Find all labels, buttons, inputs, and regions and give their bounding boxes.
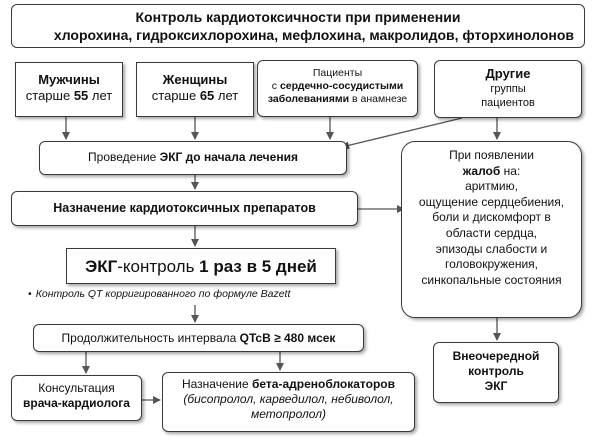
bazett-note: •Контроль QT корригированного по формуле…: [28, 288, 368, 300]
complaints-box: При появлении жалоб на: аритмию, ощущени…: [401, 141, 582, 318]
extra-ecg-line1: Внеочередной: [452, 349, 540, 363]
beta-line1: Назначение бета-адреноблокаторов: [181, 377, 396, 391]
other-patients-line2: группы: [490, 82, 526, 95]
cardiologist-consult-box: Консультация врача-кардиолога: [11, 375, 142, 421]
cardio-patients-line1: Пациенты: [312, 67, 363, 79]
ecg-control-box: ЭКГ-контроль 1 раз в 5 дней: [66, 248, 336, 284]
men-label: Мужчины: [38, 72, 100, 87]
prescribe-drugs-text: Назначение кардиотоксичных препаратов: [53, 201, 316, 215]
extra-ecg-box: Внеочередной контроль ЭКГ: [433, 342, 559, 403]
title-box: Контроль кардиотоксичности при применени…: [11, 4, 585, 48]
ecg-before-treatment-box: Проведение ЭКГ до начала лечения: [39, 141, 347, 175]
other-patients-box: Другие группы пациентов: [434, 60, 582, 118]
complaints-line1: При появлении: [449, 148, 534, 162]
consult-line2: врача-кардиолога: [23, 396, 130, 410]
other-patients-label: Другие: [485, 66, 531, 81]
complaint-item: аритмию,: [465, 179, 518, 194]
complaint-item: эпизоды слабости и: [435, 241, 548, 256]
arrow-others-to-ecg: [341, 117, 463, 150]
complaint-item: области сердца,: [445, 225, 538, 240]
bullet-glyph: •: [28, 288, 32, 300]
beta-blockers-box: Назначение бета-адреноблокаторов (бисопр…: [162, 372, 415, 432]
women-box: Женщины старше 65 лет: [136, 62, 254, 117]
men-age-line: старше 55 лет: [25, 88, 113, 104]
beta-line3: метопролол): [251, 407, 326, 421]
cardio-patients-line3: заболеваниями в анамнезе: [267, 93, 408, 106]
consult-line1: Консультация: [38, 381, 115, 395]
men-box: Мужчины старше 55 лет: [15, 62, 123, 117]
beta-line2: (бисопролол, карведилол, небиволол,: [183, 392, 394, 406]
title-line1: Контроль кардиотоксичности при применени…: [135, 9, 461, 25]
other-patients-line3: пациентов: [481, 96, 535, 109]
complaints-line2: жалоб на:: [462, 163, 521, 178]
complaint-item: головокружения,: [444, 257, 539, 272]
complaint-item: синкопальные состояния: [421, 272, 562, 287]
cardio-patients-line2: с сердечно-сосудистыми: [271, 80, 404, 93]
cardio-patients-box: Пациенты с сердечно-сосудистыми заболева…: [257, 60, 418, 117]
women-label: Женщины: [162, 72, 228, 87]
complaint-item: боли и дискомфорт в: [432, 210, 551, 225]
qtc-box: Продолжительность интервала QTcB ≥ 480 м…: [33, 324, 364, 352]
prescribe-drugs-box: Назначение кардиотоксичных препаратов: [11, 191, 358, 226]
women-age-line: старше 65 лет: [151, 88, 239, 104]
extra-ecg-line3: ЭКГ: [484, 379, 508, 393]
title-line2: хлорохина, гидроксихлорохина, мефлохина,…: [53, 26, 574, 43]
bazett-note-text: Контроль QT корригированного по формуле …: [35, 288, 291, 300]
extra-ecg-line2: контроль: [468, 364, 524, 378]
complaint-item: ощущение сердцебиения,: [418, 194, 565, 209]
